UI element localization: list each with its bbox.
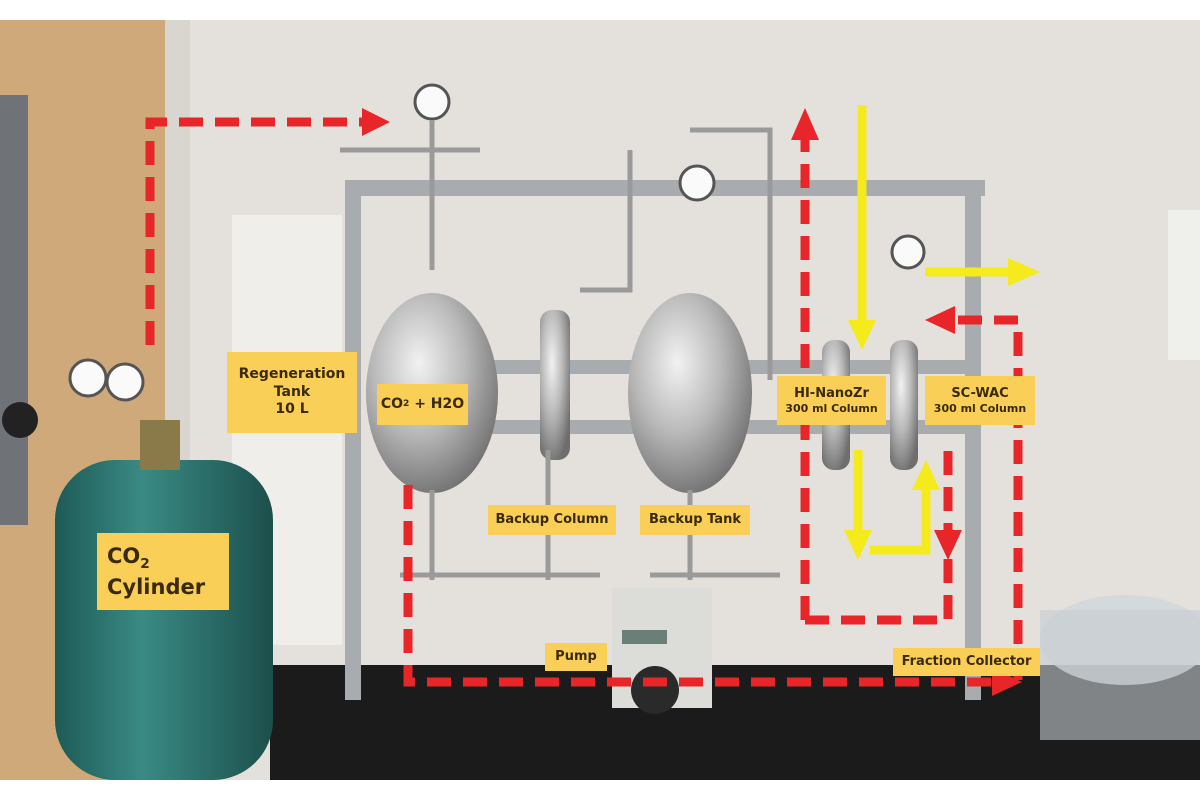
yellow-arrowheads [844, 258, 1040, 560]
label-backup-tank: Backup Tank [640, 505, 750, 535]
label-pump: Pump [545, 643, 607, 671]
label-line: CO2 [107, 543, 150, 573]
label-line: Regeneration [238, 366, 346, 383]
sc-wac-column [890, 340, 918, 470]
label-regeneration-tank: Regeneration Tank 10 L [227, 352, 357, 433]
label-text: Backup Tank [649, 511, 741, 527]
label-text: CO [107, 544, 141, 569]
label-text: Backup Column [495, 511, 609, 527]
label-text: SC-WAC [951, 385, 1009, 401]
red-arrowheads [362, 108, 1022, 696]
label-subscript: 2 [140, 556, 150, 573]
label-text: 300 ml Column [785, 401, 878, 415]
label-text: HI-NanoZr [794, 385, 869, 401]
label-text: + H2O [409, 395, 465, 412]
yellow-flow-lines [853, 105, 1008, 555]
label-backup-column: Backup Column [488, 505, 616, 535]
label-co2-cylinder: CO2 Cylinder [97, 533, 229, 610]
label-fraction-collector: Fraction Collector [893, 648, 1040, 676]
backup-tank [628, 293, 752, 493]
label-hi-nanozr: HI-NanoZr 300 ml Column [777, 376, 886, 425]
label-text: Pump [555, 648, 597, 664]
label-line: 10 L [275, 401, 309, 418]
label-text: CO [380, 395, 403, 412]
pressure-gauges [68, 83, 926, 402]
backup-column [540, 310, 570, 460]
door-window [0, 95, 28, 525]
label-text: 300 ml Column [933, 401, 1027, 415]
label-sc-wac: SC-WAC 300 ml Column [925, 376, 1035, 425]
label-line: Tank [273, 383, 311, 400]
co2-cylinder [55, 460, 273, 780]
label-text: Fraction Collector [901, 653, 1032, 669]
label-subscript: 2 [403, 398, 410, 409]
label-text: Cylinder [107, 574, 206, 599]
